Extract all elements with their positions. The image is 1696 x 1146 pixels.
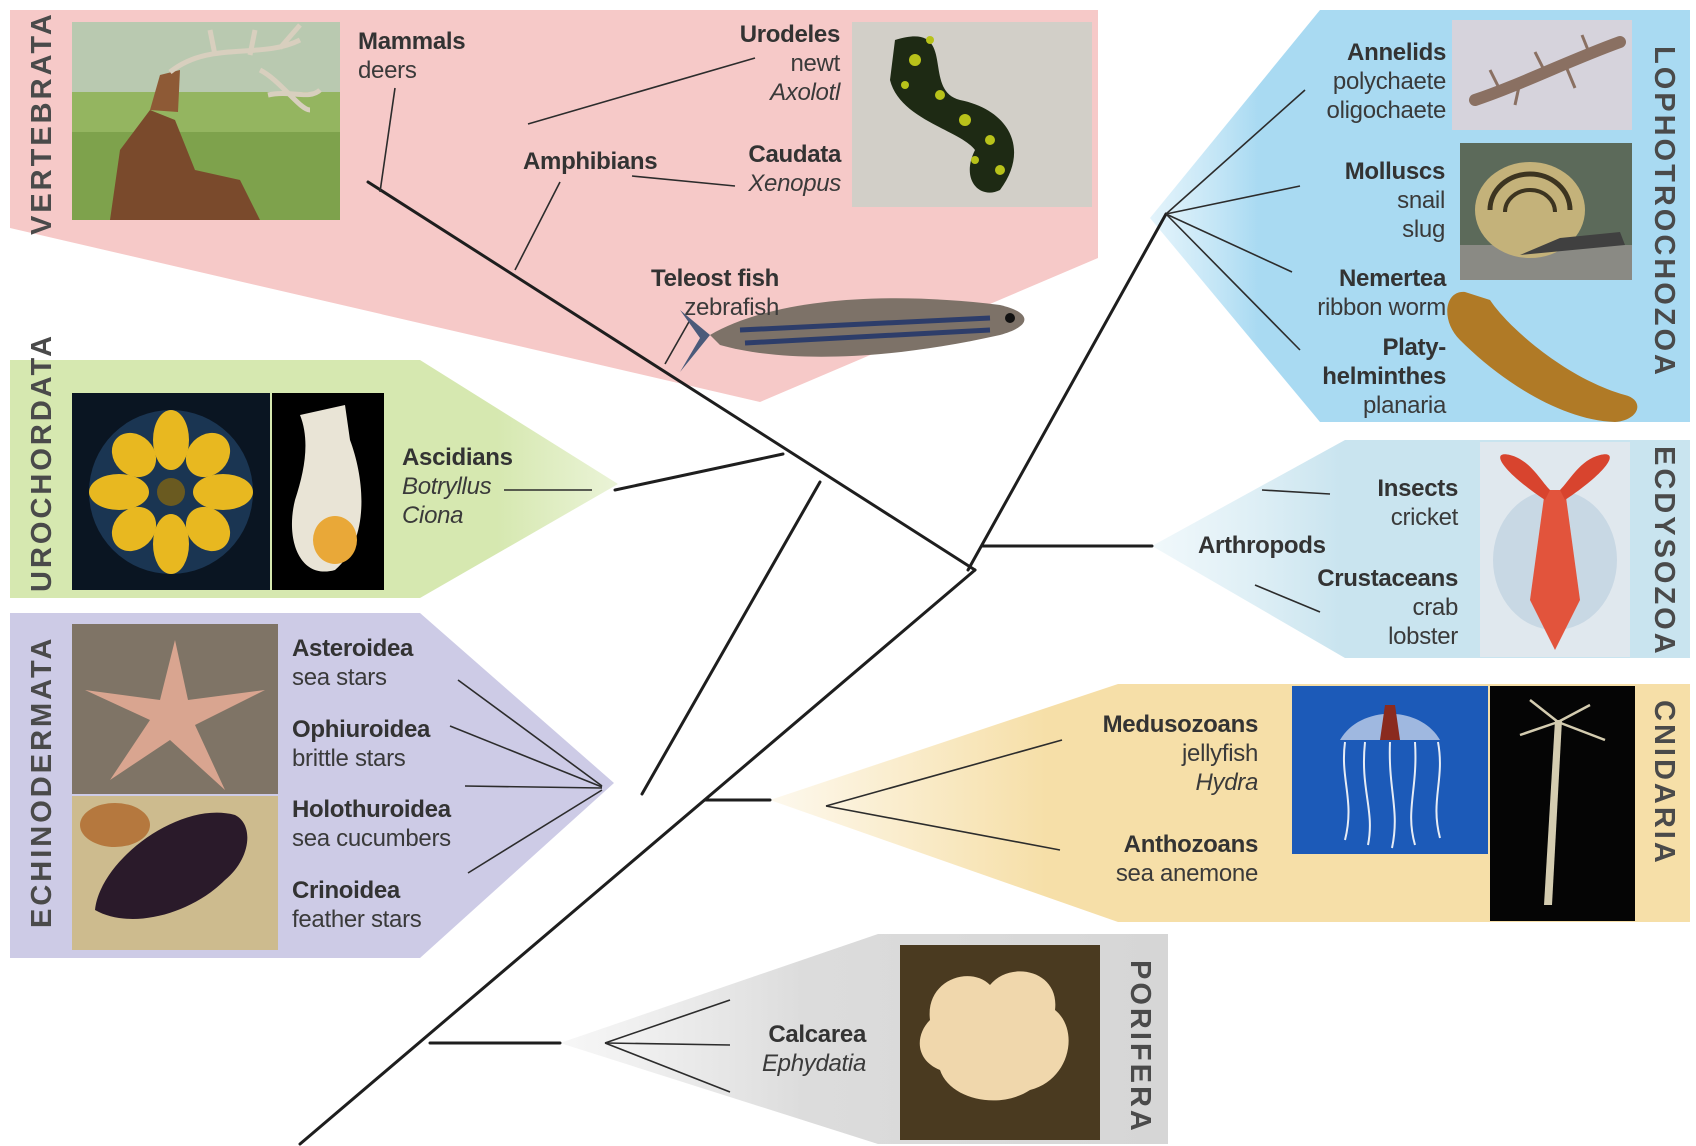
cnidaria-label: CNIDARIA — [1647, 700, 1680, 866]
sponge-photo — [900, 945, 1100, 1140]
urochordate-branch — [615, 454, 783, 490]
lophotrochozoa-label: LOPHOTROCHOZOA — [1647, 46, 1680, 378]
nemertea-label: Nemertea ribbon worm — [1317, 264, 1446, 322]
urochordata-label: UROCHORDATA — [26, 333, 59, 592]
newt-photo — [852, 22, 1092, 207]
ophiuroidea-label: Ophiuroidea brittle stars — [292, 715, 430, 773]
asteroidea-label: Asteroidea sea stars — [292, 634, 413, 692]
platyhelminthes-label: Platy- helminthes planaria — [1322, 333, 1446, 420]
sea-cucumber-photo — [72, 796, 278, 950]
amphibians-label: Amphibians — [523, 147, 657, 176]
mammals-label: Mammals deers — [358, 27, 465, 85]
arthropods-label: Arthropods — [1198, 531, 1326, 560]
holothuroidea-label: Holothuroidea sea cucumbers — [292, 795, 451, 853]
ascidians-label: Ascidians Botryllus Ciona — [402, 443, 513, 530]
teleost-label: Teleost fish zebrafish — [651, 264, 779, 322]
crinoidea-label: Crinoidea feather stars — [292, 876, 422, 934]
echinodermata-label: ECHINODERMATA — [26, 636, 59, 928]
ciona-photo — [272, 393, 384, 590]
deer-photo — [72, 22, 340, 220]
hydra-photo — [1490, 686, 1635, 921]
molluscs-label: Molluscs snail slug — [1345, 157, 1445, 244]
anthozoans-label: Anthozoans sea anemone — [1116, 830, 1258, 888]
jellyfish-photo — [1292, 686, 1488, 854]
calcarea-label: Calcarea Ephydatia — [762, 1020, 866, 1078]
botryllus-photo — [72, 393, 270, 590]
caudata-label: Caudata Xenopus — [748, 140, 841, 198]
vertebrata-label: VERTEBRATA — [26, 11, 59, 235]
medusozoans-label: Medusozoans jellyfish Hydra — [1103, 710, 1258, 797]
ecdysozoa-label: ECDYSOZOA — [1647, 446, 1680, 657]
echinoderm-branch — [642, 482, 820, 794]
porifera-label: PORIFERA — [1123, 960, 1156, 1134]
annelids-label: Annelids polychaete oligochaete — [1327, 38, 1446, 125]
crustaceans-label: Crustaceans crab lobster — [1317, 564, 1458, 651]
polychaete-photo — [1452, 20, 1632, 130]
snail-photo — [1460, 143, 1632, 280]
starfish-photo — [72, 624, 278, 794]
insects-label: Insects cricket — [1377, 474, 1458, 532]
urodeles-label: Urodeles newt Axolotl — [740, 20, 840, 107]
lobster-photo — [1480, 442, 1630, 657]
